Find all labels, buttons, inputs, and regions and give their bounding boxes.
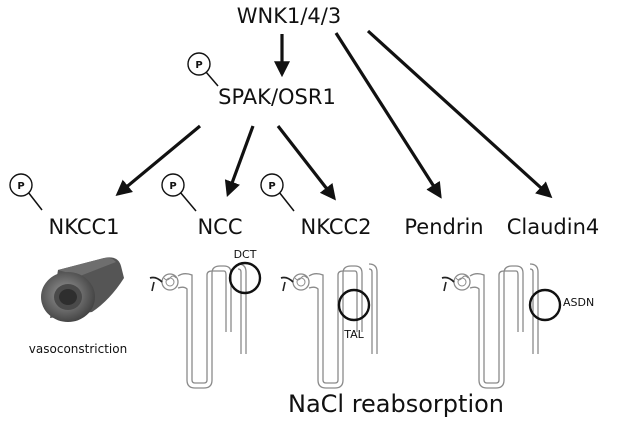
blood-vessel-icon xyxy=(41,257,124,322)
phospho-label: P xyxy=(195,60,202,71)
segment-label-tal: TAL xyxy=(343,328,364,341)
outcome-label: NaCl reabsorption xyxy=(288,390,504,418)
node-nkcc2: NKCC2 xyxy=(300,215,371,239)
nephron-icon-nkcc2 xyxy=(280,263,378,389)
node-spak: SPAK/OSR1 xyxy=(218,85,336,109)
phospho-marker-spak: P xyxy=(187,52,219,87)
phospho-label: P xyxy=(17,181,24,192)
vessel-caption: vasoconstriction xyxy=(29,342,127,356)
arrow-spak-to-nkcc2 xyxy=(276,125,336,201)
phospho-label: P xyxy=(169,181,176,192)
phospho-marker-nkcc2: P xyxy=(260,173,295,212)
phospho-marker-ncc: P xyxy=(161,173,197,212)
phospho-marker-nkcc1: P xyxy=(9,173,43,211)
tal-highlight-circle xyxy=(337,288,371,322)
phospho-label: P xyxy=(268,181,275,192)
node-ncc: NCC xyxy=(197,215,242,239)
arrow-spak-to-ncc xyxy=(224,125,255,198)
segment-label-dct: DCT xyxy=(234,248,257,261)
arrow-wnk-to-claudin4 xyxy=(366,29,553,199)
node-wnk: WNK1/4/3 xyxy=(237,4,341,28)
arrow-wnk-to-pendrin xyxy=(334,32,442,199)
arrow-spak-to-nkcc1 xyxy=(115,124,202,197)
asdn-highlight-circle xyxy=(528,288,562,322)
dct-highlight-circle xyxy=(228,261,262,295)
nephron-icon-pendrin-claudin xyxy=(441,263,539,389)
segment-label-asdn: ASDN xyxy=(563,296,594,309)
node-claudin4: Claudin4 xyxy=(507,215,600,239)
node-pendrin: Pendrin xyxy=(404,215,483,239)
node-nkcc1: NKCC1 xyxy=(48,215,119,239)
